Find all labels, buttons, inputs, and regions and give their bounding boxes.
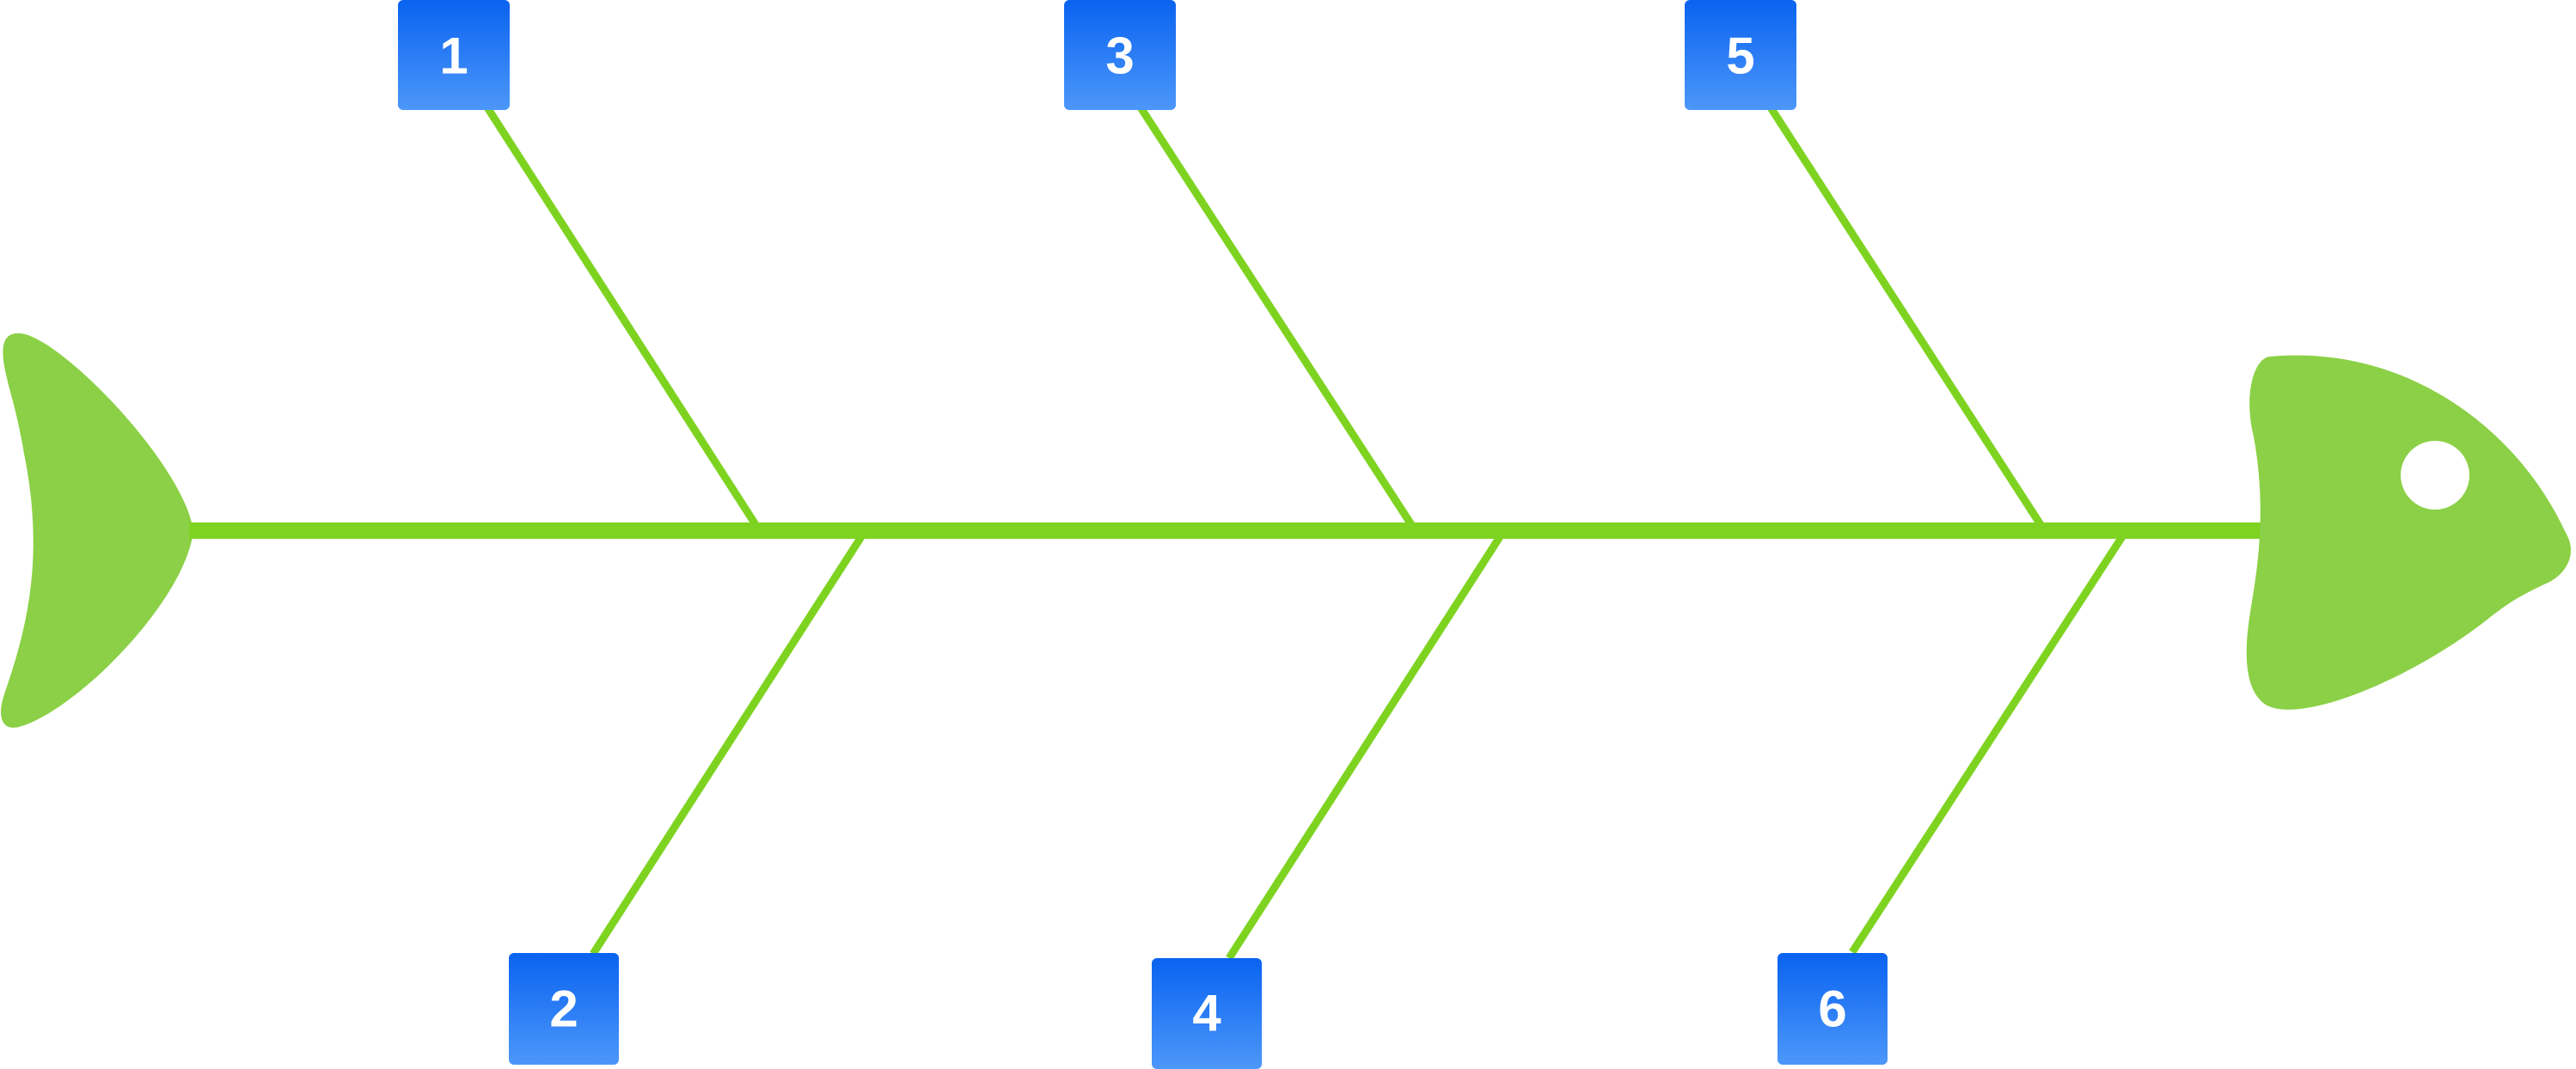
cause-box-2[interactable]: 2 <box>509 953 619 1065</box>
cause-box-bg <box>509 953 619 1065</box>
cause-box-bg <box>1778 953 1888 1065</box>
fishbone-bones <box>482 102 2128 961</box>
cause-box-bg <box>1152 958 1262 1069</box>
cause-label: 5 <box>1726 27 1754 85</box>
cause-label: 2 <box>549 980 578 1038</box>
fish-eye <box>2401 441 2469 510</box>
fish-tail <box>1 333 194 728</box>
cause-box-4[interactable]: 4 <box>1152 958 1262 1069</box>
cause-box-3[interactable]: 3 <box>1064 0 1176 110</box>
cause-box-1[interactable]: 1 <box>398 0 510 110</box>
fish-head <box>2246 355 2571 710</box>
fish-spine <box>189 522 2269 539</box>
cause-box-5[interactable]: 5 <box>1685 0 1796 110</box>
cause-box-bg <box>398 0 510 110</box>
bone-cause-3 <box>1135 102 1416 528</box>
bone-cause-6 <box>1849 530 2128 955</box>
bone-cause-5 <box>1765 102 2045 528</box>
cause-box-bg <box>1064 0 1176 110</box>
cause-label: 1 <box>439 27 468 85</box>
cause-label: 3 <box>1105 27 1134 85</box>
cause-box-6[interactable]: 6 <box>1778 953 1888 1065</box>
bone-cause-4 <box>1226 530 1506 961</box>
bone-cause-1 <box>482 102 760 528</box>
cause-box-bg <box>1685 0 1796 110</box>
bone-cause-2 <box>590 530 867 956</box>
cause-label: 6 <box>1818 980 1846 1038</box>
cause-label: 4 <box>1192 985 1221 1042</box>
